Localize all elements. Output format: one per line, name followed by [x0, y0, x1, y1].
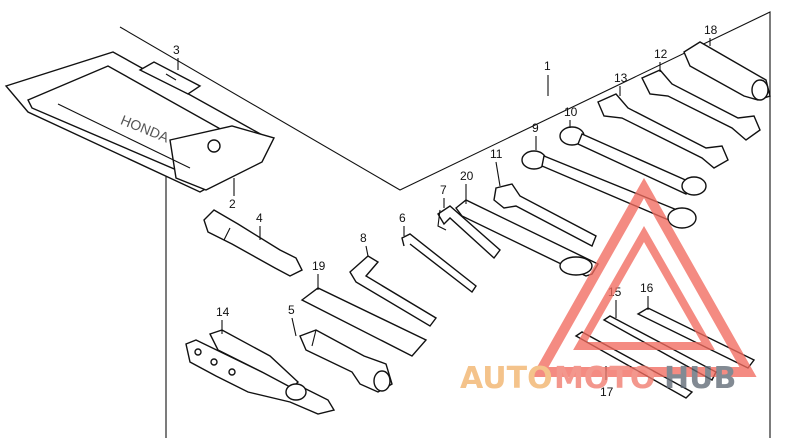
tool-bag: HONDA — [4, 51, 276, 193]
callout-4: 4 — [256, 211, 263, 225]
callout-19: 19 — [312, 259, 326, 273]
ring-wrench — [521, 150, 697, 229]
watermark-moto: MOTO — [554, 361, 655, 396]
open-end-wrench-medium — [597, 93, 729, 169]
callout-17: 17 — [600, 385, 614, 399]
combination-wrench — [559, 126, 707, 196]
hex-key-long — [349, 255, 438, 327]
callout-9: 9 — [532, 121, 539, 135]
callout-1: 1 — [544, 59, 551, 73]
callout-6: 6 — [399, 211, 406, 225]
watermark-auto: AUTO — [460, 361, 553, 396]
tool-bag-label — [138, 61, 202, 95]
callout-12: 12 — [654, 47, 668, 61]
callout-7: 7 — [440, 183, 447, 197]
callout-10: 10 — [564, 105, 578, 119]
callout-16: 16 — [640, 281, 654, 295]
extension-handle-bar — [300, 287, 428, 357]
callout-2: 2 — [229, 197, 236, 211]
callout-3: 3 — [173, 43, 180, 57]
callout-14: 14 — [216, 305, 230, 319]
callout-13: 13 — [614, 71, 628, 85]
callout-5: 5 — [288, 303, 295, 317]
hex-key-large — [437, 205, 501, 260]
spark-plug-wrench — [299, 329, 393, 393]
open-end-wrench-small — [493, 183, 597, 247]
watermark-hub: HUB — [664, 361, 736, 396]
pliers — [185, 329, 336, 415]
callout-18: 18 — [704, 23, 718, 37]
callout-8: 8 — [360, 231, 367, 245]
tube-socket-wrench — [683, 41, 771, 101]
callout-20: 20 — [460, 169, 474, 183]
automotohub-watermark: AUTO MOTO HUB — [460, 177, 757, 396]
callout-11: 11 — [490, 147, 503, 161]
kit-boundary-line — [119, 11, 771, 438]
watermark-triangle-icon — [531, 177, 757, 377]
hex-key-small — [401, 233, 477, 294]
socket-extension — [203, 209, 303, 277]
open-end-wrench-large — [641, 69, 761, 141]
